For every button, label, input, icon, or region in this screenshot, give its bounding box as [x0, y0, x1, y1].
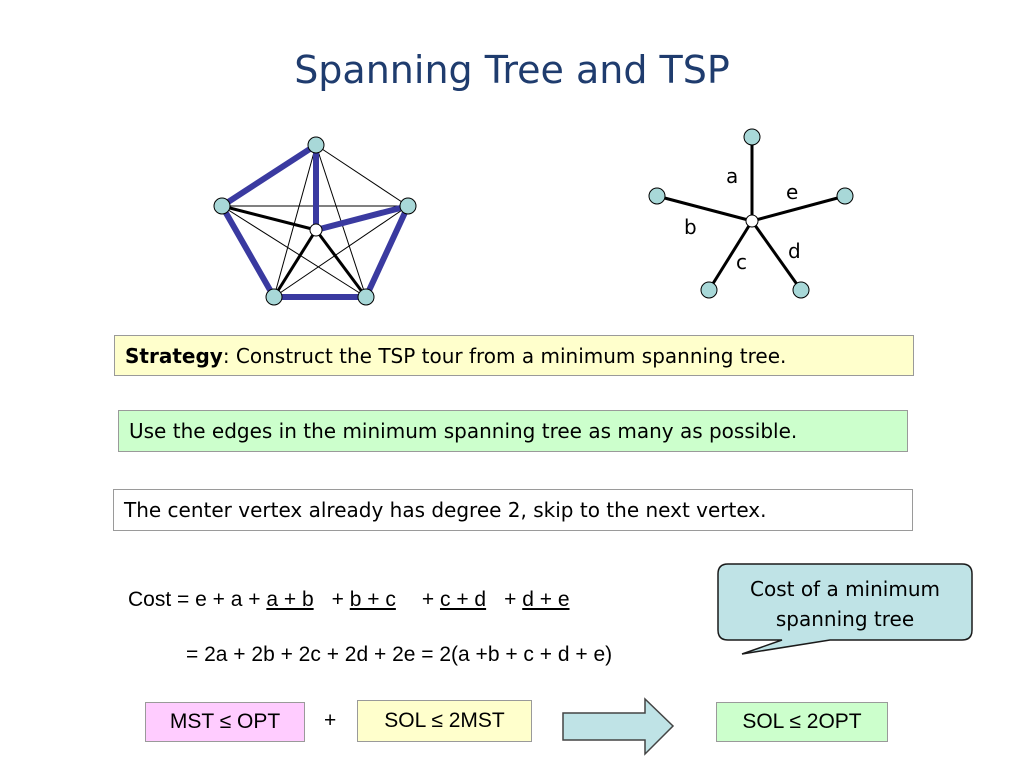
- node-left: [213, 197, 231, 215]
- strategy-label: Strategy: [125, 343, 223, 368]
- star-edge-e: [751, 194, 846, 223]
- strategy-text: : Construct the TSP tour from a minimum …: [222, 343, 787, 368]
- sol-le-2opt-box: SOL ≤ 2OPT: [716, 702, 888, 742]
- star-label-e: e: [786, 180, 798, 204]
- star-node-center: [745, 214, 759, 228]
- edge-right-bottomleft: [273, 205, 409, 298]
- callout-line2: spanning tree: [775, 607, 915, 631]
- node-right: [399, 197, 417, 215]
- edge-top-right: [315, 144, 409, 207]
- slide-title: Spanning Tree and TSP: [294, 48, 730, 92]
- implies-arrow: [562, 697, 675, 756]
- cost-term-cd: c + d: [439, 588, 487, 611]
- star-nodes: [648, 128, 854, 299]
- node-top: [307, 136, 325, 154]
- edge-top-bottomleft: [273, 144, 317, 298]
- star-label-c: c: [736, 250, 747, 274]
- node-bottom-left: [265, 288, 283, 306]
- use-edges-box: Use the edges in the minimum spanning tr…: [118, 410, 908, 452]
- cost-prefix: Cost = e + a +: [128, 588, 267, 611]
- star-node-top: [743, 128, 761, 146]
- cost-plus-3: +: [421, 588, 440, 611]
- star-label-b: b: [684, 215, 697, 239]
- tsp-tour: [219, 142, 411, 300]
- spanning-tree-edges: [221, 204, 368, 298]
- cost-term-bc: b + c: [349, 588, 396, 611]
- star-node-bottom-left: [700, 281, 718, 299]
- cost-equation-line2: = 2a + 2b + 2c + 2d + 2e = 2(a +b + c + …: [186, 643, 613, 666]
- star-edge-b: [656, 194, 753, 223]
- center-vertex-box: The center vertex already has degree 2, …: [113, 489, 913, 531]
- sol-le-2mst-box: SOL ≤ 2MST: [357, 700, 532, 742]
- star-label-d: d: [788, 239, 801, 263]
- callout-line1: Cost of a minimum: [750, 577, 940, 601]
- star-node-left: [648, 187, 666, 205]
- callout-bubble: [717, 563, 973, 655]
- tree-edge-left: [221, 204, 317, 232]
- star-edge-c: [707, 220, 754, 291]
- node-center: [309, 223, 323, 237]
- mst-le-opt-box: MST ≤ OPT: [145, 702, 305, 742]
- node-bottom-right: [357, 288, 375, 306]
- star-edges: [656, 137, 846, 291]
- plus-sign: +: [324, 709, 337, 732]
- edge-left-bottomright: [221, 205, 367, 298]
- tree-edge-bottomleft: [272, 229, 318, 298]
- star-edge-d: [750, 220, 803, 291]
- pentagon-nodes: [213, 136, 417, 306]
- cost-plus-4: +: [504, 588, 523, 611]
- callout-text: Cost of a minimum spanning tree: [718, 574, 972, 634]
- star-node-bottom-right: [792, 281, 810, 299]
- tree-edge-bottomright: [314, 229, 368, 298]
- star-label-a: a: [726, 164, 738, 188]
- star-node-right: [836, 187, 854, 205]
- strategy-box: Strategy: Construct the TSP tour from a …: [114, 335, 914, 376]
- cost-equation-line1: Cost = e + a + a + b+ b + c+ c + d+ d + …: [128, 588, 570, 612]
- cost-plus-2: +: [331, 588, 350, 611]
- cost-term-ab: a + b: [266, 588, 314, 611]
- cost-term-de: d + e: [522, 588, 570, 611]
